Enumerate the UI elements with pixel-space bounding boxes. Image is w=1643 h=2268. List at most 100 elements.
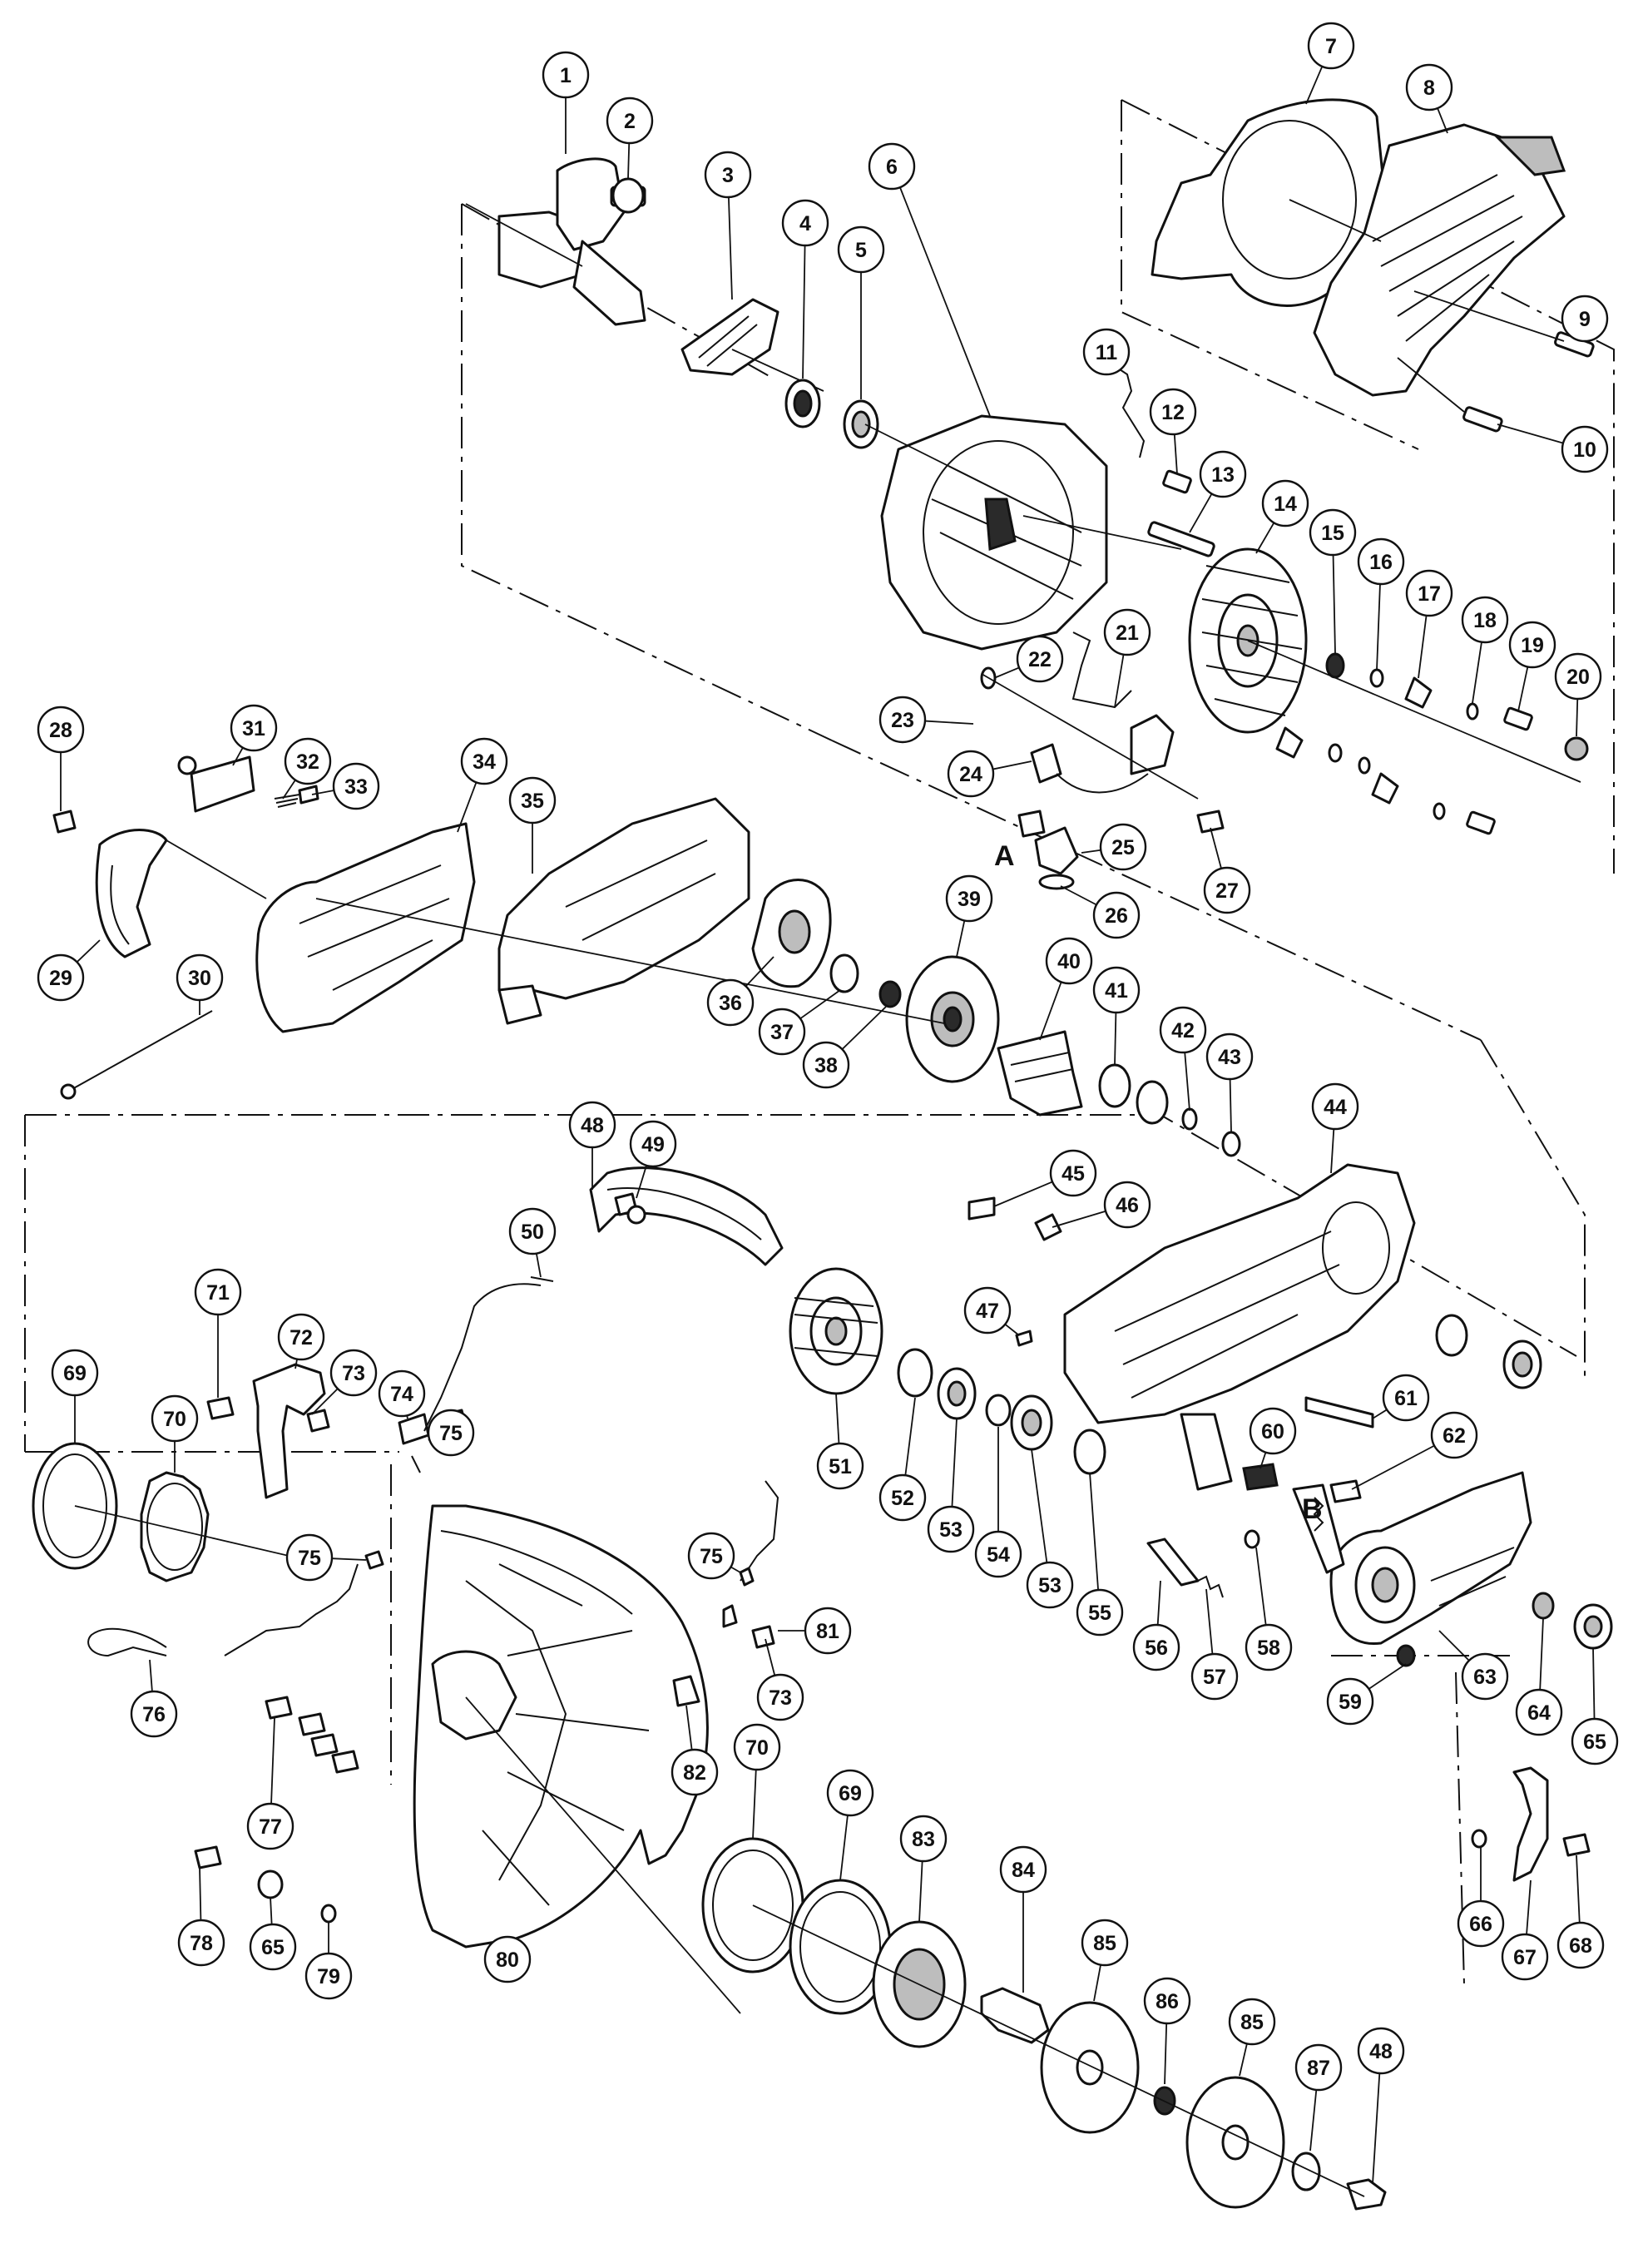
callout-leader: [1372, 1409, 1388, 1419]
callout-number: 30: [188, 967, 211, 990]
callout-number: 39: [958, 888, 981, 911]
callout-87: 87: [1294, 2043, 1343, 2092]
callout-22: 22: [1016, 635, 1064, 683]
callout-leader: [311, 790, 334, 795]
callout-leader: [1184, 1052, 1190, 1112]
callout-layer: 1234567891011121314151617181920212223242…: [37, 22, 1619, 2185]
callout-41: 41: [1092, 966, 1141, 1014]
callout-number: 23: [891, 709, 914, 732]
callout-circle: [460, 737, 508, 785]
belt-guard-group: [52, 755, 476, 1100]
callout-number: 63: [1473, 1666, 1497, 1689]
callout-number: 79: [317, 1965, 340, 1988]
crankshaft-group: [465, 157, 824, 392]
callout-5: 5: [837, 225, 885, 274]
callout-circle: [246, 1802, 294, 1850]
callout-circle: [1203, 866, 1251, 914]
callout-number: 15: [1321, 522, 1344, 545]
callout-leader: [993, 666, 1020, 679]
callout-number: 53: [1038, 1574, 1062, 1597]
callout-number: 83: [912, 1828, 935, 1851]
callout-70: 70: [733, 1723, 781, 1771]
callout-number: 31: [242, 717, 265, 740]
callout-circle: [899, 1815, 948, 1863]
callout-leader: [627, 142, 631, 180]
callout-leader: [765, 1638, 776, 1676]
callout-circle: [176, 953, 224, 1002]
callout-circle: [1092, 966, 1141, 1014]
callout-circle: [1099, 823, 1147, 871]
callout-leader: [76, 939, 101, 963]
blade-flange-group: [701, 1837, 1387, 2211]
callout-number: 16: [1369, 551, 1393, 574]
callout-number: 64: [1527, 1701, 1551, 1725]
callout-number: 65: [1583, 1731, 1606, 1754]
callout-83: 83: [899, 1815, 948, 1863]
water-kit-group: [32, 1276, 779, 1657]
callout-45: 45: [1049, 1149, 1097, 1197]
callout-34: 34: [460, 737, 508, 785]
callout-52: 52: [878, 1473, 927, 1522]
callout-number: 69: [63, 1362, 87, 1385]
callout-number: 74: [390, 1383, 413, 1406]
callout-leader: [1004, 1324, 1020, 1336]
callout-44: 44: [1311, 1082, 1359, 1131]
clutch-housing-group: [315, 797, 1000, 1083]
callout-48: 48: [568, 1101, 616, 1149]
callout-49: 49: [629, 1120, 677, 1168]
belt-and-bearings: [997, 1030, 1241, 1157]
callout-57: 57: [1190, 1652, 1239, 1701]
callout-46: 46: [1103, 1181, 1151, 1229]
callout-leader: [951, 1418, 958, 1508]
callout-leader: [956, 920, 966, 958]
callout-number: 77: [259, 1815, 282, 1839]
callout-circle: [837, 225, 885, 274]
callout-circle: [508, 776, 557, 825]
callout-number: 73: [769, 1686, 792, 1710]
callout-leader: [1052, 1210, 1106, 1228]
callout-number: 85: [1240, 2011, 1264, 2034]
callout-circle: [816, 1442, 864, 1490]
callout-circle: [868, 142, 916, 191]
callout-18: 18: [1461, 596, 1509, 644]
callout-number: 1: [560, 64, 572, 87]
callout-53: 53: [1026, 1561, 1074, 1609]
callout-leader: [924, 720, 974, 725]
callout-number: 21: [1116, 621, 1139, 645]
callout-number: 84: [1012, 1859, 1035, 1882]
callout-9: 9: [1561, 295, 1609, 343]
callout-circle: [1457, 1899, 1505, 1948]
callout-circle: [51, 1349, 99, 1397]
callout-circle: [974, 1530, 1022, 1578]
callout-circle: [1430, 1411, 1478, 1459]
callout-number: 50: [521, 1221, 544, 1244]
callout-number: 25: [1111, 836, 1135, 859]
callout-33: 33: [332, 762, 380, 810]
callout-number: 55: [1088, 1602, 1111, 1625]
callout-circle: [1294, 2043, 1343, 2092]
callout-number: 9: [1579, 308, 1591, 331]
callout-84: 84: [999, 1845, 1047, 1894]
callout-circle: [1199, 450, 1247, 498]
callout-number: 67: [1513, 1946, 1537, 1969]
callout-58: 58: [1245, 1623, 1293, 1671]
callout-leader: [1437, 107, 1448, 134]
callout-circle: [1249, 1407, 1297, 1455]
callout-number: 14: [1274, 493, 1297, 516]
callout-circle: [1103, 1181, 1151, 1229]
callout-leader: [1229, 1078, 1232, 1132]
callout-81: 81: [804, 1607, 852, 1655]
callout-75: 75: [427, 1409, 475, 1457]
callout-number: 43: [1218, 1046, 1241, 1069]
callout-circle: [878, 696, 927, 744]
callout-circle: [804, 1607, 852, 1655]
callout-69: 69: [51, 1349, 99, 1397]
bearing-housing-group: [1146, 1396, 1613, 1882]
callout-number: 70: [163, 1408, 186, 1431]
callout-number: 57: [1203, 1666, 1226, 1689]
callout-73: 73: [756, 1673, 804, 1721]
callout-number: 11: [1096, 341, 1118, 364]
callout-number: 45: [1062, 1162, 1085, 1186]
callout-circle: [1205, 1032, 1254, 1081]
callout-leader: [992, 760, 1032, 770]
